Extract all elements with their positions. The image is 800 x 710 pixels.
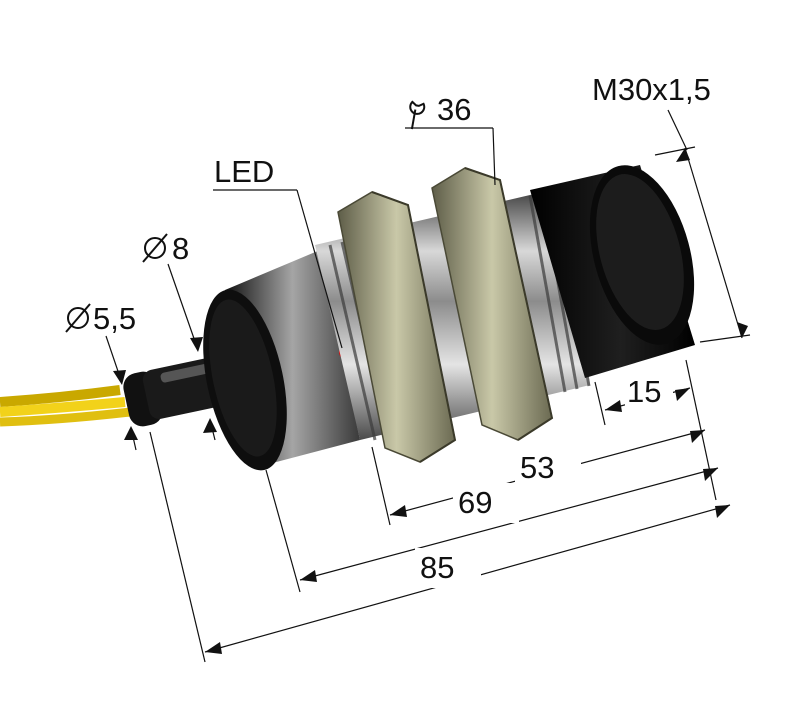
led-label: LED — [214, 154, 274, 189]
dim-total-length: 85 — [420, 550, 454, 585]
nut-rear — [431, 167, 554, 441]
nut-front — [337, 191, 457, 463]
rear-body — [203, 250, 360, 471]
dimension-lines — [105, 109, 751, 663]
sensing-cap — [530, 165, 695, 378]
diameter-symbol — [65, 303, 91, 333]
thread-label: M30x1,5 — [592, 72, 711, 107]
wrench-icon — [409, 100, 426, 130]
dim-cap-length: 15 — [627, 374, 661, 409]
dia-body-end-label: 8 — [172, 231, 189, 266]
dia-cable-label: 5,5 — [93, 301, 136, 336]
diameter-symbol — [142, 233, 168, 263]
dim-body-length: 69 — [458, 485, 492, 520]
wrench-size-label: 36 — [437, 92, 471, 127]
dim-thread-length: 53 — [520, 450, 554, 485]
dimension-arrows — [113, 148, 748, 654]
